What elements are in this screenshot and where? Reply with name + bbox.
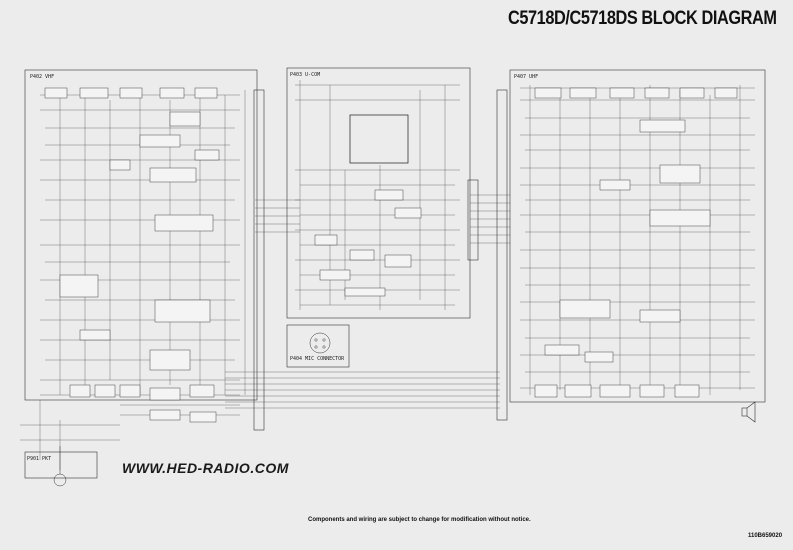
panel-pkt xyxy=(24,451,98,479)
block xyxy=(139,134,181,148)
panel-ucom xyxy=(286,67,471,319)
block xyxy=(544,344,580,356)
block xyxy=(149,167,197,183)
block xyxy=(599,179,631,191)
block xyxy=(384,254,412,268)
block xyxy=(679,87,705,99)
speaker-icon xyxy=(741,401,756,423)
panel-label: P407 UHF xyxy=(514,74,538,80)
connector-right xyxy=(496,89,508,421)
block xyxy=(94,384,116,398)
block xyxy=(534,384,558,398)
block xyxy=(344,287,386,297)
panel-label: P404 MIC CONNECTOR xyxy=(290,356,345,362)
block xyxy=(319,269,351,281)
block xyxy=(639,384,665,398)
block xyxy=(149,349,191,371)
block xyxy=(79,87,109,99)
block xyxy=(644,87,670,99)
block xyxy=(314,234,338,246)
block xyxy=(79,329,111,341)
block xyxy=(584,351,614,363)
block xyxy=(659,164,701,184)
block xyxy=(349,249,375,261)
panel-label: P901 PKT xyxy=(27,456,51,462)
panel-label: P402 VHF xyxy=(30,74,54,80)
block xyxy=(639,119,686,133)
block xyxy=(44,87,68,99)
block xyxy=(569,87,597,99)
block xyxy=(674,384,700,398)
block xyxy=(119,384,141,398)
connector-left xyxy=(253,89,265,431)
block xyxy=(169,111,201,127)
block xyxy=(154,214,214,232)
block xyxy=(109,159,131,171)
cpu-chip xyxy=(349,114,409,164)
panel-vhf xyxy=(24,69,258,401)
document-number: 110B659020 xyxy=(748,533,783,539)
block xyxy=(559,299,611,319)
block xyxy=(609,87,635,99)
footer-note: Components and wiring are subject to cha… xyxy=(308,517,531,523)
panel-mic xyxy=(286,324,350,368)
watermark-url: WWW.HED-RADIO.COM xyxy=(122,460,289,476)
pkt-connector-icon xyxy=(53,473,67,487)
block xyxy=(374,189,404,201)
block xyxy=(534,87,562,99)
block xyxy=(149,387,181,401)
block xyxy=(714,87,738,99)
block xyxy=(59,274,99,298)
block xyxy=(189,384,215,398)
connector-uhf xyxy=(467,179,479,261)
block xyxy=(159,87,185,99)
block xyxy=(194,149,220,161)
block xyxy=(564,384,592,398)
block xyxy=(154,299,211,323)
block xyxy=(189,411,217,423)
block xyxy=(149,409,181,421)
block xyxy=(194,87,218,99)
block xyxy=(69,384,91,398)
block xyxy=(119,87,143,99)
panel-label: P403 U-COM xyxy=(290,72,320,78)
mic-connector-icon xyxy=(309,332,331,354)
block xyxy=(649,209,711,227)
block xyxy=(639,309,681,323)
block xyxy=(394,207,422,219)
panel-uhf xyxy=(509,69,766,403)
block xyxy=(599,384,631,398)
diagram-title: C5718D/C5718DS BLOCK DIAGRAM xyxy=(508,8,777,29)
